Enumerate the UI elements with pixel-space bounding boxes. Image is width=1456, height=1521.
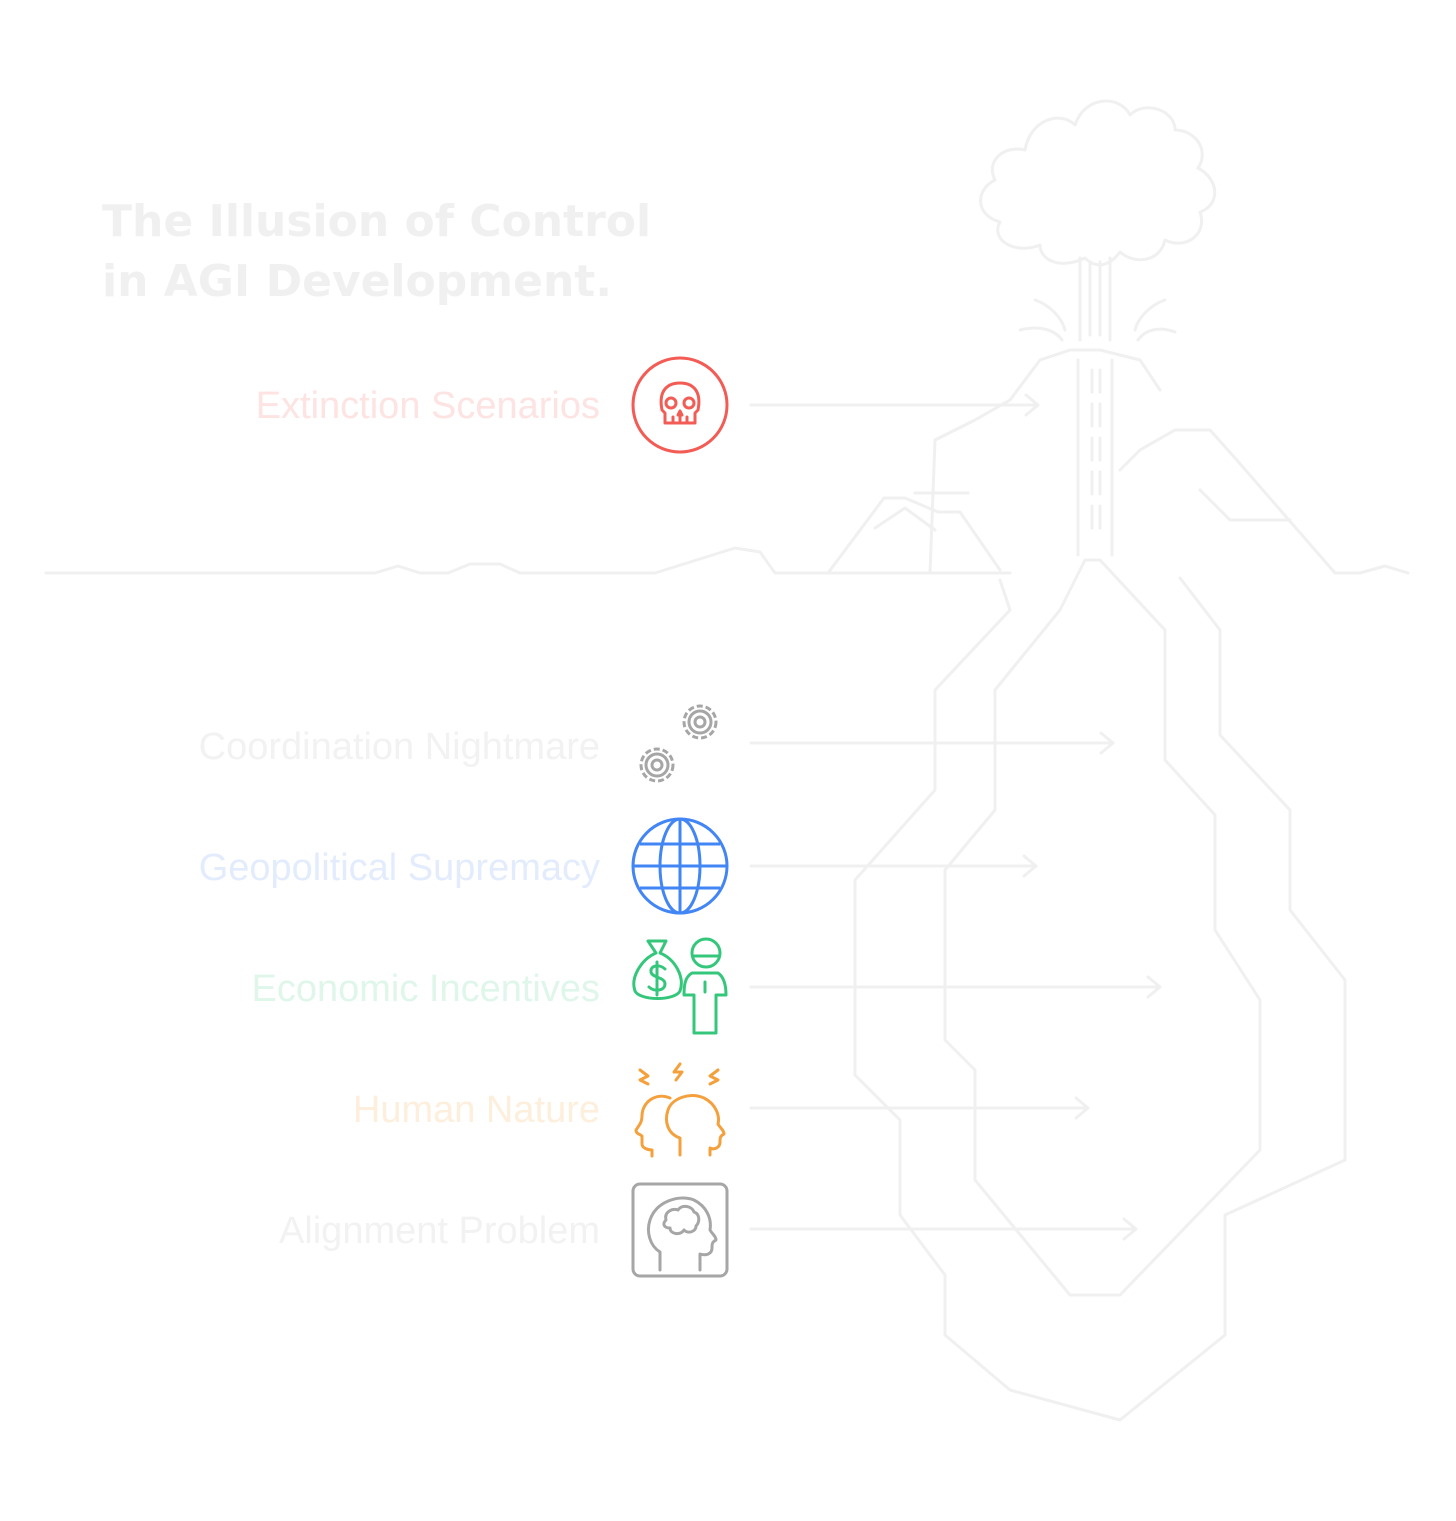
volcano-cone xyxy=(928,348,1162,575)
arrow-human-nature xyxy=(749,1096,1090,1120)
arrow-economic xyxy=(749,975,1162,999)
arrow-coordination xyxy=(749,731,1115,755)
label-alignment-problem: Alignment Problem xyxy=(278,1210,600,1252)
label-geopolitical-supremacy: Geopolitical Supremacy xyxy=(198,847,600,889)
gears-icon xyxy=(630,695,730,795)
arrow-extinction xyxy=(749,393,1040,417)
skull-icon xyxy=(630,355,730,455)
label-human-nature: Human Nature xyxy=(352,1089,600,1131)
stressed-heads-icon xyxy=(630,1058,730,1158)
arrow-geopolitical xyxy=(749,854,1038,878)
diagram-title: The Illusion of Control in AGI Developme… xyxy=(102,196,652,307)
money-person-icon xyxy=(630,937,730,1037)
iceberg-middle xyxy=(943,558,1262,1297)
arrow-alignment xyxy=(749,1217,1138,1241)
label-economic-incentives: Economic Incentives xyxy=(251,968,601,1010)
globe-icon xyxy=(630,816,730,916)
volcano-vent xyxy=(1076,358,1114,557)
brain-head-icon xyxy=(630,1180,730,1280)
label-extinction-scenarios: Extinction Scenarios xyxy=(255,385,600,427)
left-mountain xyxy=(826,496,1002,575)
label-coordination-nightmare: Coordination Nightmare xyxy=(198,726,600,768)
waterline xyxy=(44,546,1410,575)
eruption-cloud xyxy=(979,99,1217,267)
iceberg-outer xyxy=(853,576,1347,1422)
